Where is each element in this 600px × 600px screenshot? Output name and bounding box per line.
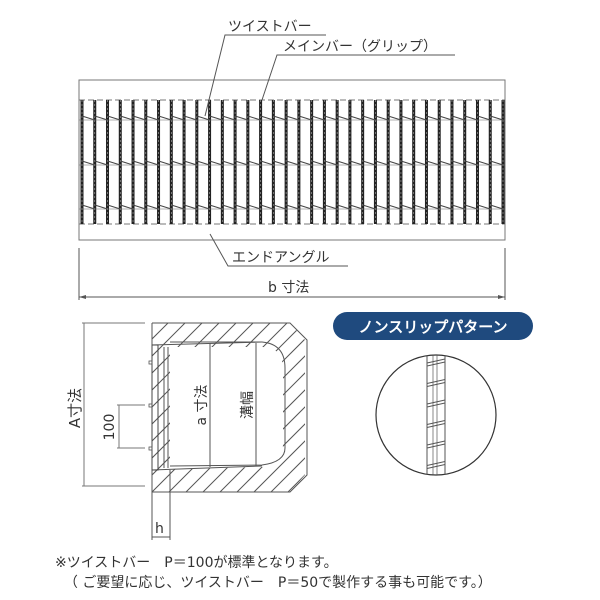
leader-twist-bar	[204, 34, 326, 117]
leader-main-bar	[261, 54, 455, 101]
label-a-dimension: a 寸法	[194, 384, 210, 425]
note-line-2: （ ご要望に応じ、ツイストバー P＝50で製作する事も可能です。）	[55, 575, 492, 591]
A-dimension-line	[82, 322, 145, 487]
leader-end-angle	[209, 233, 348, 267]
nonslip-title-pill	[333, 312, 533, 340]
top-view-grating	[78, 79, 506, 241]
b-dimension-line	[78, 248, 506, 300]
label-pitch-100: 100	[102, 414, 118, 441]
label-h: h	[155, 521, 164, 537]
label-main-bar: メインバー（グリップ）	[283, 39, 437, 55]
label-groove-width: 溝幅	[240, 391, 256, 419]
h-dimension-line	[151, 470, 171, 540]
pitch-100-dimension	[117, 404, 145, 449]
label-A-dimension: A寸法	[66, 388, 84, 428]
label-end-angle: エンドアングル	[232, 250, 329, 266]
label-twist-bar: ツイストバー	[228, 19, 312, 35]
nonslip-title: ノンスリップパターン	[359, 318, 508, 336]
note-line-1: ※ツイストバー P＝100が標準となります。	[55, 555, 338, 571]
nonslip-detail-circle	[375, 354, 497, 476]
label-b-dimension: b 寸法	[268, 280, 309, 296]
